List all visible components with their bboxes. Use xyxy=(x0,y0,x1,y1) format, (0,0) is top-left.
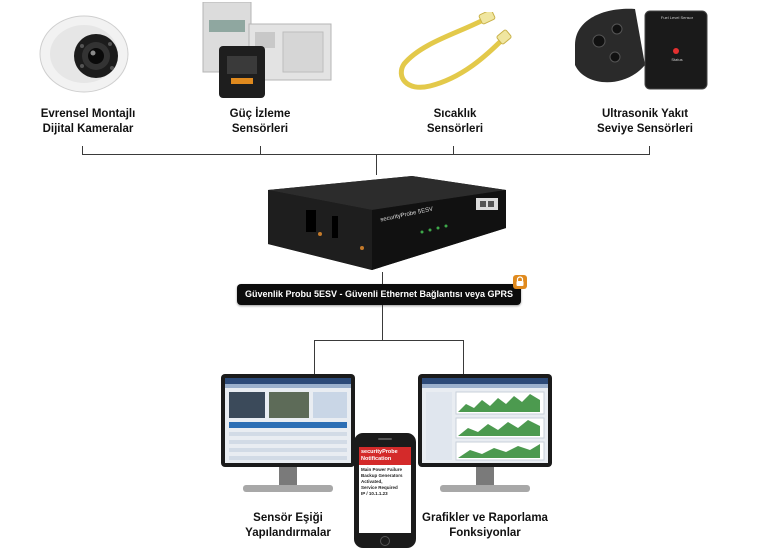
phone-title-line2: Notification xyxy=(361,456,392,462)
output-label-line1: Sensör Eşiği xyxy=(253,512,323,524)
ultrasonic-sensor-icon: Fuel Level Sensor Status xyxy=(565,5,710,97)
phone-home-button xyxy=(380,536,390,546)
monitor-config-base xyxy=(243,485,333,492)
device-stem xyxy=(382,272,383,284)
sensor-label-line2: Dijital Kameralar xyxy=(42,123,134,135)
securityprobe-device: securityProbe 5ESV xyxy=(262,170,510,276)
sensor-label-power: Güç İzleme Sensörleri xyxy=(200,107,320,137)
sensor-label-line2: Sensörleri xyxy=(426,123,484,135)
sensor-label-line1: Güç İzleme xyxy=(229,108,291,120)
phone-message-line: IP / 10.1.1.23 xyxy=(361,491,388,496)
sensor-product-label: Fuel Level Sensor xyxy=(660,15,694,20)
phone-notification-body: Main Power Failure Backup Generators Act… xyxy=(359,465,411,499)
phone-message-line: Backup Generators xyxy=(361,473,403,478)
phone-screen: securityProbe Notification Main Power Fa… xyxy=(359,447,411,533)
lower-bracket xyxy=(314,340,464,341)
monitor-reports-base xyxy=(440,485,530,492)
bracket-tick-4 xyxy=(649,146,650,155)
monitor-reports-screen xyxy=(422,378,548,463)
output-label-line2: Yapılandırmalar xyxy=(245,527,331,539)
connection-label: Güvenlik Probu 5ESV - Güvenli Ethernet B… xyxy=(237,284,521,305)
phone-message-line: Service Required xyxy=(361,485,398,490)
sensor-label-line2: Sensörleri xyxy=(231,123,289,135)
sensor-label-line1: Sıcaklık xyxy=(433,108,477,120)
sensor-label-camera: Evrensel Montajlı Dijital Kameralar xyxy=(28,107,148,137)
temperature-cable-icon xyxy=(392,9,512,94)
output-label-line1: Grafikler ve Raporlama xyxy=(422,512,548,524)
bracket-tick-3 xyxy=(453,146,454,155)
dome-camera-icon xyxy=(38,10,130,94)
lock-icon xyxy=(513,275,527,289)
monitor-reports-stand xyxy=(476,467,494,487)
power-meter-icon xyxy=(193,1,333,100)
phone-device: securityProbe Notification Main Power Fa… xyxy=(354,433,416,548)
phone-title-line1: securityProbe xyxy=(361,449,398,455)
monitor-config-stand xyxy=(279,467,297,487)
lower-right-drop xyxy=(463,340,464,378)
monitor-config-screen xyxy=(225,378,351,463)
phone-notification-title: securityProbe Notification xyxy=(359,447,411,465)
phone-message-line: Activated, xyxy=(361,479,383,484)
top-bracket-line xyxy=(82,154,650,155)
phone-message-line: Main Power Failure xyxy=(361,467,403,472)
monitor-reports xyxy=(418,374,552,467)
monitor-config xyxy=(221,374,355,467)
output-label-reports: Grafikler ve Raporlama Fonksiyonlar xyxy=(410,511,560,541)
sensor-label-line1: Ultrasonik Yakıt xyxy=(601,108,689,120)
output-label-config: Sensör Eşiği Yapılandırmalar xyxy=(228,511,348,541)
lower-left-drop xyxy=(314,340,315,378)
bracket-stem xyxy=(376,155,377,175)
phone-speaker xyxy=(378,438,392,440)
lower-stem xyxy=(382,305,383,340)
sensor-label-temperature: Sıcaklık Sensörleri xyxy=(395,107,515,137)
bracket-tick-2 xyxy=(260,146,261,155)
output-label-line2: Fonksiyonlar xyxy=(449,527,521,539)
sensor-status-label: Status xyxy=(671,57,683,62)
bracket-tick-1 xyxy=(82,146,83,155)
sensor-label-ultrasonic: Ultrasonik Yakıt Seviye Sensörleri xyxy=(575,107,715,137)
sensor-label-line1: Evrensel Montajlı xyxy=(40,108,136,120)
sensor-label-line2: Seviye Sensörleri xyxy=(597,123,693,135)
